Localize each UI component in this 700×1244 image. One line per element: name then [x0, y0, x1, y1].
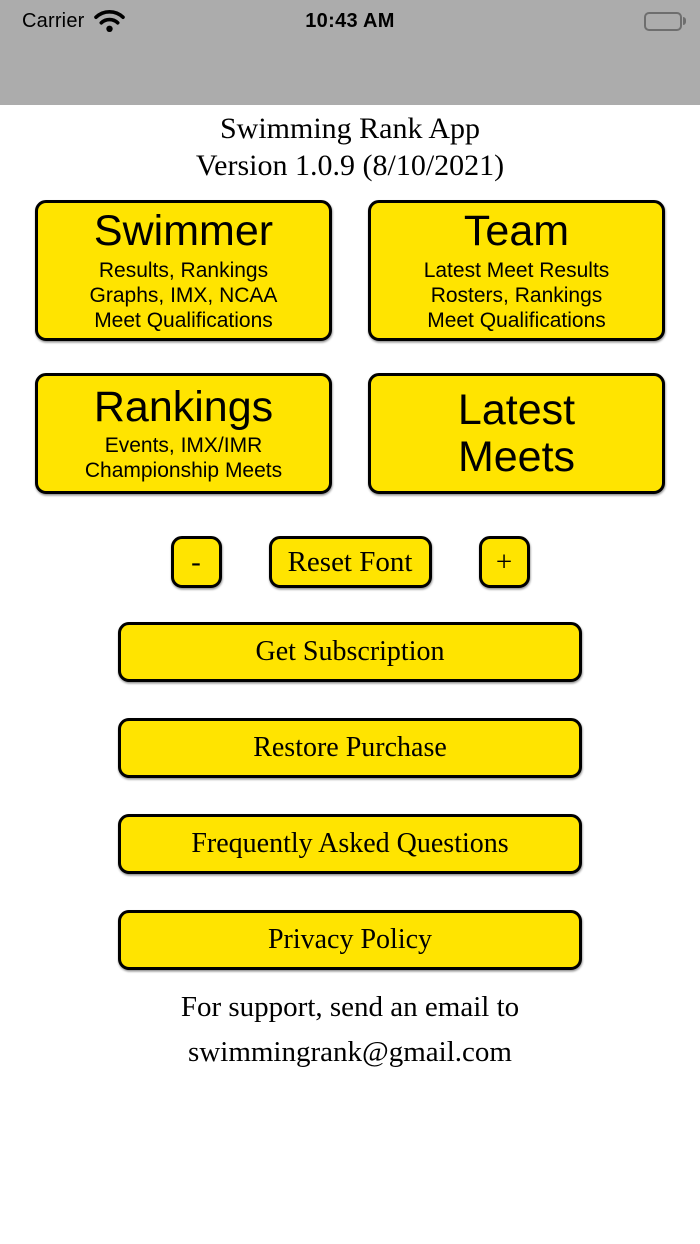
app-title-block: Swimming Rank App Version 1.0.9 (8/10/20…: [0, 111, 700, 184]
support-footer: For support, send an email to swimmingra…: [0, 985, 700, 1075]
text-line: Meet Qualifications: [427, 309, 606, 332]
nav-button-title: Rankings: [93, 382, 274, 431]
text-line: Team: [463, 207, 570, 256]
privacy-policy-button[interactable]: Privacy Policy: [118, 910, 582, 971]
restore-purchase-button[interactable]: Restore Purchase: [118, 718, 582, 779]
font-increase-button[interactable]: +: [478, 536, 530, 589]
text-line: Latest: [457, 386, 576, 435]
nav-button-title: Swimmer: [93, 207, 274, 256]
nav-button-title: Team: [463, 207, 570, 256]
text-line: Meets: [457, 432, 576, 481]
app-version: Version 1.0.9 (8/10/2021): [195, 148, 505, 182]
support-email: swimmingrank@gmail.com: [188, 1036, 512, 1069]
text-line: Championship Meets: [84, 459, 283, 483]
text-line: Latest Meet Results: [423, 258, 610, 282]
status-bar-header: Carrier 10:43 AM: [0, 0, 700, 105]
text-line: Rankings: [93, 382, 274, 431]
status-time: 10:43 AM: [305, 9, 395, 32]
faq-button[interactable]: Frequently Asked Questions: [118, 814, 582, 875]
text-line: Swimmer: [93, 207, 274, 256]
text-line: Events, IMX/IMR: [104, 434, 263, 458]
action-buttons: Get Subscription Restore Purchase Freque…: [0, 622, 700, 971]
text-line: Rosters, Rankings: [430, 283, 603, 307]
support-text: For support, send an email to: [180, 991, 520, 1024]
font-controls: - Reset Font +: [0, 536, 700, 589]
battery-icon: [644, 11, 686, 31]
get-subscription-button[interactable]: Get Subscription: [118, 622, 582, 683]
app-title: Swimming Rank App: [219, 112, 481, 145]
text-line: Meet Qualifications: [94, 309, 273, 332]
font-decrease-button[interactable]: -: [170, 536, 222, 589]
font-reset-button[interactable]: Reset Font: [268, 536, 432, 589]
text-line: Results, Rankings: [98, 258, 269, 282]
status-bar: Carrier 10:43 AM: [0, 6, 700, 36]
text-line: Graphs, IMX, NCAA: [89, 283, 278, 307]
carrier-label: Carrier: [22, 9, 85, 32]
wifi-icon: [93, 9, 126, 33]
